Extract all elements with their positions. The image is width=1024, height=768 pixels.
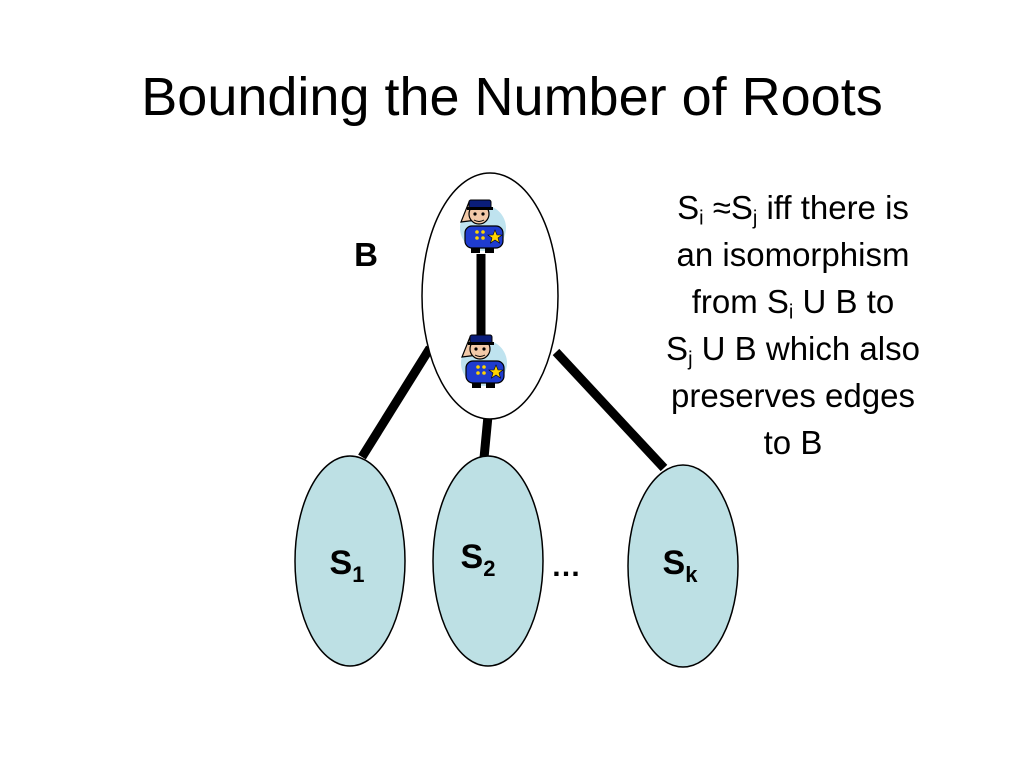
definition-line-5: preserves edges [671, 377, 915, 414]
isomorphism-definition: Si ≈Sj iff there is an isomorphism from … [628, 184, 958, 466]
set-s1-label: S1 [330, 544, 365, 587]
definition-line-3: from Si U B to [691, 283, 895, 324]
set-s2-label: S2 [461, 538, 496, 581]
definition-line-1: Si ≈Sj iff there is [677, 189, 909, 230]
edge-root-to-s1 [358, 345, 434, 460]
ellipsis: … [551, 550, 581, 583]
b-label: B [354, 236, 378, 273]
definition-line-4: Sj U B which also [666, 330, 920, 371]
set-sk [627, 464, 739, 668]
slide-title: Bounding the Number of Roots [141, 67, 883, 127]
set-s2 [432, 455, 544, 667]
set-sk-label: Sk [663, 544, 699, 587]
definition-line-2: an isomorphism [676, 236, 910, 273]
edge-root-to-sk [552, 348, 668, 472]
definition-line-6: to B [763, 424, 823, 461]
edge-root-to-s2 [479, 415, 493, 459]
b-region [421, 172, 559, 420]
set-s1 [294, 455, 406, 667]
